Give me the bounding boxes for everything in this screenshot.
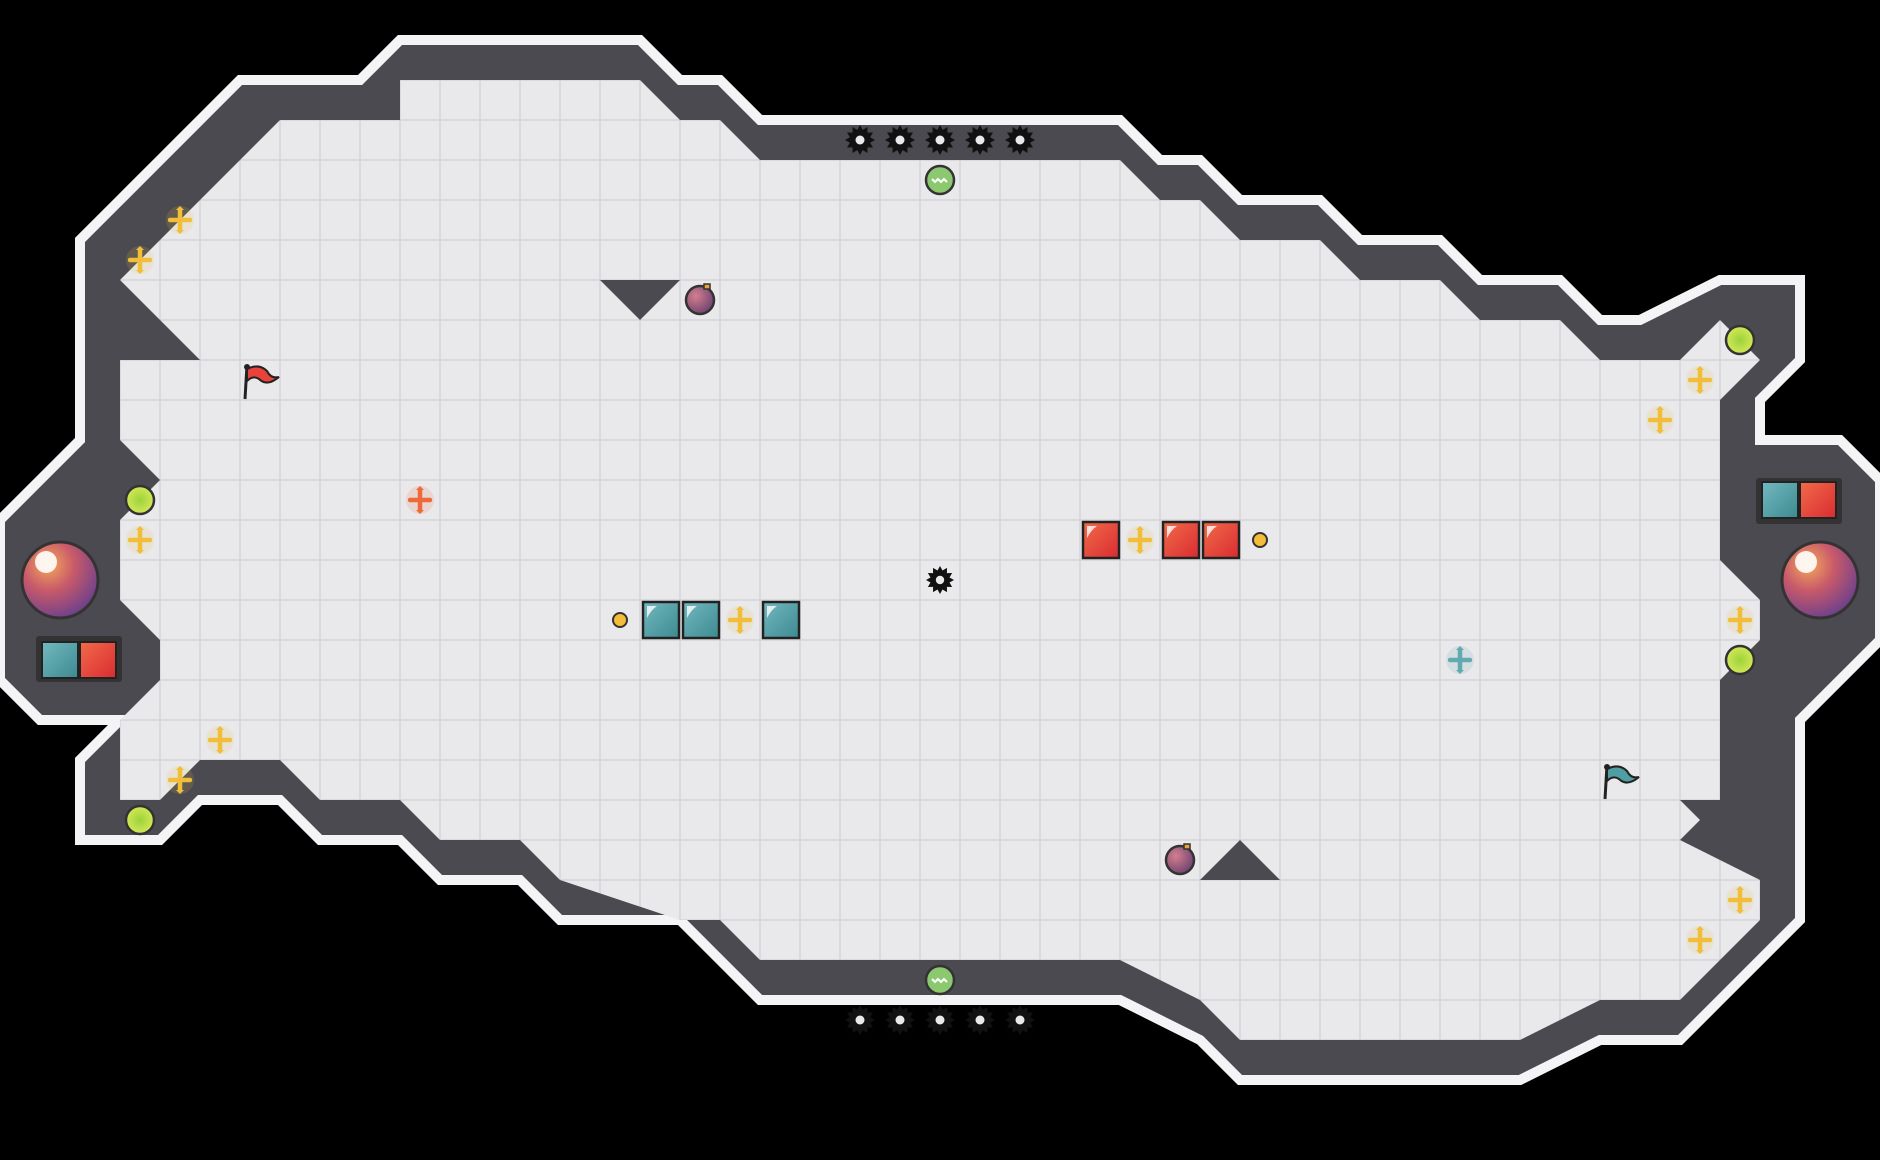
- base-slot-red: [79, 641, 117, 679]
- plus-pickup-icon[interactable]: [162, 766, 198, 794]
- bomb-icon[interactable]: [684, 283, 716, 316]
- spike-icon: [885, 1005, 915, 1035]
- team-box-red: [1081, 520, 1121, 560]
- arena-floor: [120, 80, 1760, 1040]
- base-right: [1756, 478, 1860, 620]
- spike-icon: [965, 125, 995, 155]
- portal-orb-icon[interactable]: [20, 540, 100, 620]
- plus-pickup-icon[interactable]: [402, 486, 438, 514]
- plus-pickup-icon[interactable]: [202, 726, 238, 754]
- coin-icon[interactable]: [1252, 532, 1268, 548]
- base-slot-teal: [1761, 481, 1799, 519]
- plus-pickup-icon[interactable]: [1642, 406, 1678, 434]
- pickups: [122, 164, 1758, 996]
- spike-row-bottom: [845, 1005, 1035, 1035]
- plus-pickup-icon[interactable]: [1682, 366, 1718, 394]
- team-box-teal: [681, 600, 721, 640]
- team-boxes: [641, 520, 1241, 640]
- coin-icon[interactable]: [612, 612, 628, 628]
- wall-spike-bottom: [1200, 840, 1280, 880]
- energy-orb-icon[interactable]: [124, 804, 156, 836]
- base-left: [20, 540, 122, 682]
- team-box-red: [1201, 520, 1241, 560]
- team-box-teal: [761, 600, 801, 640]
- spike-icon: [845, 125, 875, 155]
- base-slot-red: [1799, 481, 1837, 519]
- spike-icon: [925, 1005, 955, 1035]
- plus-pickup-icon[interactable]: [1682, 926, 1718, 954]
- flag-icon[interactable]: [1603, 764, 1640, 800]
- team-box-teal: [641, 600, 681, 640]
- spike-icon: [1005, 1005, 1035, 1035]
- plus-pickup-icon[interactable]: [1122, 526, 1158, 554]
- spike-row-top: [845, 125, 1035, 155]
- speed-pad-icon[interactable]: [924, 964, 956, 996]
- plus-pickup-icon[interactable]: [122, 246, 158, 274]
- wall-corner-right: [1680, 800, 1760, 880]
- wall-spike-top: [600, 280, 680, 320]
- plus-pickup-icon[interactable]: [722, 606, 758, 634]
- team-box-red: [1161, 520, 1201, 560]
- plus-pickup-icon[interactable]: [1722, 886, 1758, 914]
- energy-orb-icon[interactable]: [1724, 644, 1756, 676]
- speed-pad-icon[interactable]: [924, 164, 956, 196]
- energy-orb-icon[interactable]: [1724, 324, 1756, 356]
- spike-icon: [1005, 125, 1035, 155]
- bomb-icon[interactable]: [1164, 843, 1196, 876]
- spike-icon: [965, 1005, 995, 1035]
- energy-orb-icon[interactable]: [124, 484, 156, 516]
- plus-pickup-icon[interactable]: [162, 206, 198, 234]
- spike-icon: [925, 125, 955, 155]
- spike-hazard: [926, 566, 954, 594]
- plus-pickup-icon[interactable]: [1722, 606, 1758, 634]
- base-slot-teal: [41, 641, 79, 679]
- portal-orb-icon[interactable]: [1780, 540, 1860, 620]
- spike-icon: [926, 566, 954, 594]
- spike-icon: [845, 1005, 875, 1035]
- plus-pickup-icon[interactable]: [122, 526, 158, 554]
- flag-icon[interactable]: [243, 364, 280, 400]
- spike-icon: [885, 125, 915, 155]
- plus-pickup-icon[interactable]: [1442, 646, 1478, 674]
